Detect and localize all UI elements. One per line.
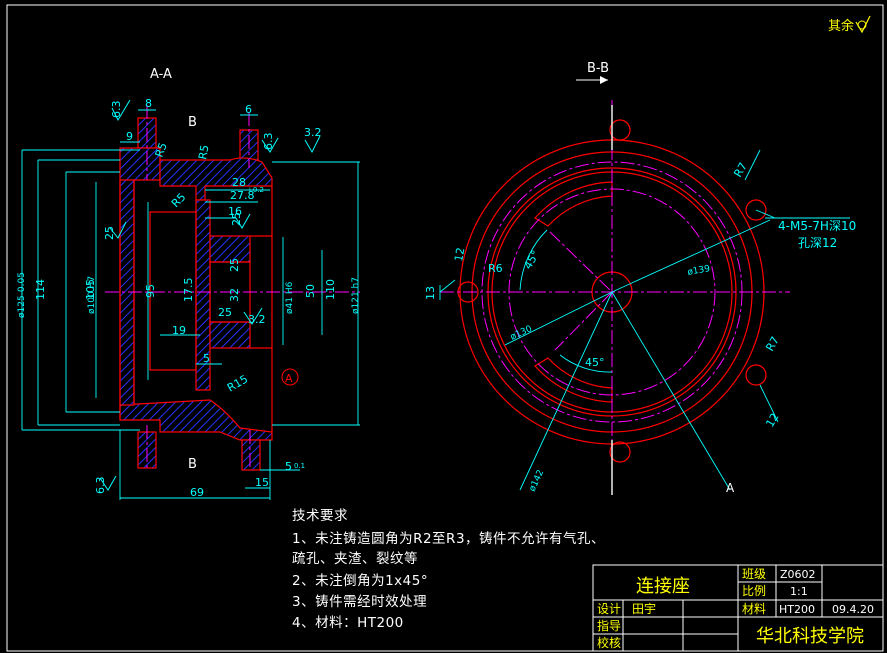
dim-50: 50: [304, 284, 317, 298]
check-label: 校核: [597, 635, 621, 650]
dim-phi139: ø139: [687, 264, 711, 278]
dim-12-a: 12: [452, 246, 467, 262]
dim-5-b-tol: 0.1: [294, 462, 305, 470]
roughness-6-3-b: 6.3: [262, 133, 275, 151]
dim-27-8: 27.8: [230, 189, 255, 202]
dim-95: 95: [144, 284, 157, 298]
tech-requirement-line-4: 3、铸件需经时效处理: [292, 594, 428, 610]
dim-25-d: 25: [218, 306, 232, 319]
angle-45-b: 45°: [585, 356, 605, 369]
section-aa-view: A-A: [17, 67, 361, 500]
dim-25-a: 25: [230, 212, 243, 226]
tech-requirement-line-5: 4、材料：HT200: [292, 615, 404, 631]
dim-110: 110: [324, 279, 337, 300]
roughness-3-2-b: 3.2: [248, 313, 266, 326]
title-block-frame: [592, 564, 884, 652]
section-dimension-lines: [21, 109, 360, 500]
roughness-6-3-c: 6.3: [94, 477, 107, 495]
section-bb-title: B-B: [587, 61, 609, 76]
title-block-texts: 连接座 班级 Z0602 比例 1:1 材料 HT200 09.4.20 设计 …: [597, 567, 874, 650]
dim-r7-a: R7: [731, 160, 750, 179]
dim-9: 9: [126, 130, 133, 143]
section-dimension-texts: 8 6 9 6.3 6.3 6.3 3.2 3.2 R5 R5 R5 R15 2…: [17, 97, 361, 499]
dim-r15: R15: [225, 373, 250, 395]
class-label: 班级: [742, 567, 766, 581]
section-roughness-symbols: [99, 99, 321, 491]
material-label: 材料: [742, 602, 766, 616]
dim-5: 5: [203, 352, 210, 365]
angle-45-a: 45°: [521, 248, 542, 271]
dim-phi142: ø142: [528, 468, 547, 493]
scale-value: 1:1: [790, 585, 808, 598]
thread-callout: 4-M5-7H深10: [778, 219, 856, 233]
dim-13: 13: [424, 286, 437, 300]
scale-label: 比例: [742, 584, 766, 598]
hatched-section: [119, 117, 273, 471]
class-value: Z0602: [780, 568, 816, 581]
dim-r5-a: R5: [153, 141, 170, 159]
dim-17-5: 17.5: [182, 278, 195, 303]
section-bb-view: B-B: [424, 61, 856, 495]
dim-r6: R6: [488, 262, 503, 275]
design-label: 设计: [597, 602, 621, 616]
dim-25-c: 25: [228, 258, 241, 272]
designer-name: 田宇: [632, 602, 656, 616]
part-name: 连接座: [636, 576, 690, 597]
drawing-frame: [6, 4, 884, 652]
section-aa-title: A-A: [150, 67, 172, 82]
dim-15: 15: [255, 476, 269, 489]
dim-r5-c: R5: [169, 191, 189, 211]
school-name: 华北科技学院: [756, 626, 864, 647]
dim-105: 105: [84, 279, 97, 300]
dim-114: 114: [34, 279, 47, 300]
dim-phi125: ø125-0.05: [17, 272, 27, 318]
dim-r7-b: R7: [763, 334, 782, 353]
dim-69: 69: [190, 486, 204, 499]
flange-dimension-texts: R7 R7 4-M5-7H深10 孔深12 12 13 R6 45° 45° ø…: [424, 160, 856, 493]
dim-16: 16: [228, 205, 242, 218]
dim-12-b: 12: [763, 411, 781, 430]
section-outline: [119, 180, 273, 432]
cut-label-b-bottom: B: [188, 457, 197, 472]
dim-5-b: 5: [285, 460, 292, 473]
roughness-corner-mark: 其余: [828, 15, 871, 34]
dim-28: 28: [232, 176, 246, 189]
dim-25-b: 25: [103, 226, 116, 240]
datum-a-label: A: [285, 372, 293, 385]
hole-depth-callout: 孔深12: [798, 236, 837, 250]
datum-a-circle: [281, 368, 299, 386]
tech-requirement-line-2: 疏孔、夹渣、裂纹等: [292, 551, 418, 567]
drawing-date: 09.4.20: [832, 603, 874, 616]
dim-phi121: ø121 h7: [351, 277, 361, 314]
dim-r5-b: R5: [196, 144, 211, 161]
roughness-6-3-a: 6.3: [110, 101, 123, 119]
section-a-leader-label: A: [726, 481, 735, 495]
tech-requirement-line-3: 2、未注倒角为1x45°: [292, 573, 429, 589]
flange-centerlines: [440, 100, 790, 495]
dim-phi41: ø41 H6: [285, 281, 295, 314]
dim-32: 32: [228, 288, 241, 302]
section-centerlines: [105, 105, 360, 470]
dim-6: 6: [245, 103, 252, 116]
corner-mark-text: 其余: [828, 18, 854, 34]
cut-label-b-top: B: [188, 115, 197, 130]
tech-requirement-line-1: 1、未注铸造圆角为R2至R3，铸件不允许有气孔、: [292, 531, 606, 547]
tech-requirements-title: 技术要求: [292, 508, 348, 524]
dim-19: 19: [172, 324, 186, 337]
flange-leaders: [439, 149, 850, 491]
dim-8: 8: [145, 97, 152, 110]
dim-phi100: ø100 H7: [87, 276, 97, 314]
guide-label: 指导: [597, 618, 621, 633]
roughness-3-2-a: 3.2: [304, 126, 322, 139]
dim-phi130: ø130: [509, 324, 534, 343]
material-value: HT200: [779, 603, 815, 616]
dim-27-8-tol: +0.2: [247, 186, 264, 194]
